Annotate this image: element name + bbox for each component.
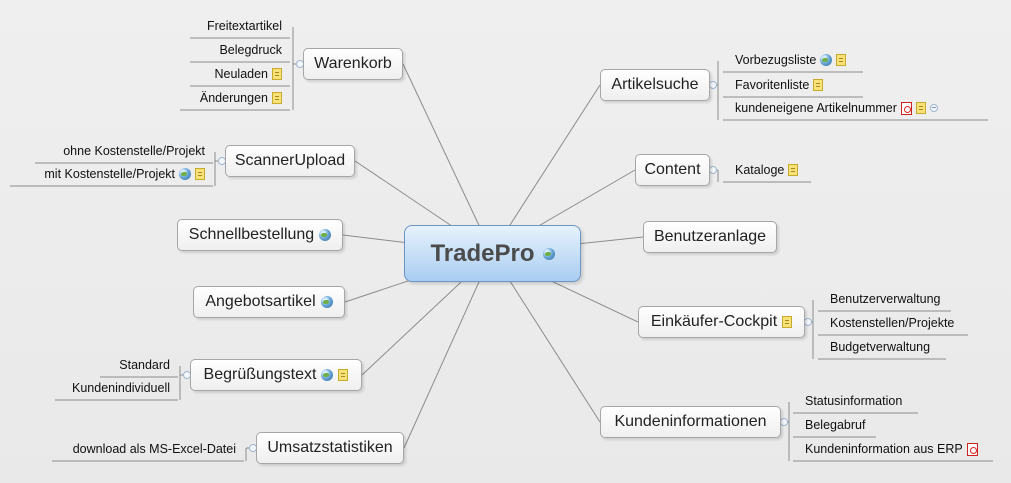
subtopic-label: Neuladen [214, 67, 268, 81]
subtopic-label: Budgetverwaltung [830, 340, 931, 354]
subtopic-label: mit Kostenstelle/Projekt [44, 167, 175, 181]
subtopic-label: Standard [119, 358, 170, 372]
topic-label: Einkäufer-Cockpit [650, 313, 778, 330]
subtopic-label: Belegdruck [219, 43, 282, 57]
pdf-icon [900, 101, 912, 115]
topic-umsatzstatistiken[interactable]: Umsatzstatistiken [256, 432, 404, 464]
subtopic-label: kundeneigene Artikelnummer [735, 101, 897, 115]
subtopic-item[interactable]: Favoritenliste [723, 75, 863, 97]
topic-label: Warenkorb [314, 55, 392, 72]
central-topic-label: TradePro [430, 239, 535, 267]
collapse-icon[interactable] [709, 166, 717, 174]
subtopic-item[interactable]: Kundenindividuell [55, 378, 178, 400]
subtopic-item[interactable]: Kundeninformation aus ERP [793, 439, 993, 461]
topic-schnellbestellung[interactable]: Schnellbestellung [177, 219, 343, 251]
collapse-icon[interactable] [804, 318, 812, 326]
note-icon [272, 68, 282, 80]
subtopic-label: Vorbezugsliste [735, 53, 817, 67]
subtopic-label: Belegabruf [805, 418, 866, 432]
collapse-icon[interactable] [709, 81, 717, 89]
central-connector [402, 63, 493, 254]
subtopic-item[interactable]: Kostenstellen/Projekte [818, 313, 968, 335]
note-icon [813, 79, 824, 91]
note-icon [915, 102, 926, 114]
subtopic-item[interactable]: Statusinformation [793, 391, 918, 413]
subtopic-item[interactable]: Budgetverwaltung [818, 337, 946, 359]
subtopic-item[interactable]: download als MS-Excel-Datei [52, 439, 244, 461]
subtopic-item[interactable]: kundeneigene Artikelnummer [723, 98, 988, 120]
topic-label: Angebotsartikel [205, 293, 316, 310]
topic-label: Umsatzstatistiken [267, 439, 393, 456]
topic-kundeninformationen[interactable]: Kundeninformationen [600, 406, 781, 438]
topic-scannerupload[interactable]: ScannerUpload [225, 145, 355, 177]
collapse-icon[interactable] [929, 104, 938, 112]
subtopic-item[interactable]: Belegabruf [793, 415, 876, 437]
globe-icon [319, 229, 332, 241]
subtopic-label: download als MS-Excel-Datei [72, 442, 236, 456]
note-icon [195, 168, 205, 180]
topic-label: Schnellbestellung [188, 226, 315, 243]
subtopic-item[interactable]: Benutzerverwaltung [818, 289, 951, 311]
note-icon [338, 369, 349, 381]
topic-einkäufer-cockpit[interactable]: Einkäufer-Cockpit [638, 306, 805, 338]
subtopic-label: Statusinformation [805, 394, 903, 408]
topic-angebotsartikel[interactable]: Angebotsartikel [193, 286, 345, 318]
topic-benutzeranlage[interactable]: Benutzeranlage [643, 221, 777, 253]
topic-label: Artikelsuche [611, 76, 699, 93]
subtopic-label: Favoritenliste [735, 78, 810, 92]
subtopic-item[interactable]: Änderungen [180, 88, 290, 110]
subtopic-label: Kundeninformation aus ERP [805, 442, 963, 456]
globe-icon [321, 369, 334, 381]
subtopic-label: Benutzerverwaltung [830, 292, 941, 306]
globe-icon [179, 168, 191, 180]
note-icon [788, 164, 799, 176]
globe-icon [542, 247, 555, 260]
note-icon [782, 316, 793, 328]
topic-label: Begrüßungstext [203, 366, 317, 383]
subtopic-item[interactable]: ohne Kostenstelle/Projekt [35, 141, 213, 163]
subtopic-item[interactable]: Kataloge [723, 160, 811, 182]
collapse-icon[interactable] [780, 418, 788, 426]
subtopic-label: Kataloge [735, 163, 785, 177]
topic-artikelsuche[interactable]: Artikelsuche [600, 69, 710, 101]
subtopic-item[interactable]: mit Kostenstelle/Projekt [10, 164, 213, 186]
globe-icon [320, 296, 333, 308]
subtopic-label: Kundenindividuell [72, 381, 170, 395]
subtopic-item[interactable]: Belegdruck [190, 40, 290, 62]
topic-begrüßungstext[interactable]: Begrüßungstext [190, 359, 362, 391]
subtopic-item[interactable]: Freitextartikel [190, 16, 290, 38]
central-connector [403, 252, 493, 449]
topic-label: Benutzeranlage [653, 228, 767, 245]
topic-label: Kundeninformationen [614, 413, 767, 430]
subtopic-item[interactable]: Neuladen [190, 64, 290, 86]
subtopic-label: Kostenstellen/Projekte [830, 316, 955, 330]
subtopic-item[interactable]: Standard [100, 355, 178, 377]
topic-label: ScannerUpload [234, 152, 346, 169]
subtopic-item[interactable]: Vorbezugsliste [723, 50, 863, 72]
topic-label: Content [644, 161, 701, 178]
central-topic[interactable]: TradePro [404, 225, 581, 282]
note-icon [836, 54, 847, 66]
subtopic-label: Freitextartikel [206, 19, 282, 33]
globe-icon [820, 54, 833, 66]
subtopic-label: Änderungen [199, 91, 268, 105]
pdf-icon [966, 442, 978, 456]
note-icon [272, 92, 282, 104]
topic-content[interactable]: Content [635, 154, 710, 186]
subtopic-label: ohne Kostenstelle/Projekt [63, 144, 205, 158]
topic-warenkorb[interactable]: Warenkorb [303, 48, 403, 80]
